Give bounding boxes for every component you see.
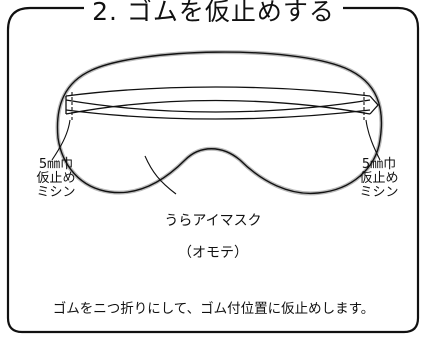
instruction-text: ゴムをニつ折りにして、ゴム付位置に仮止めします。 bbox=[52, 301, 375, 317]
elastic-band bbox=[65, 86, 379, 120]
mask-side-label-line1: うらアイマスク bbox=[164, 213, 262, 229]
mask-side-label: うらアイマスク （オモテ） bbox=[148, 197, 278, 277]
left-tack-label: 5㎜巾 仮止め ミシン bbox=[36, 157, 76, 200]
mask-side-label-line2: （オモテ） bbox=[178, 245, 248, 261]
step-title: 2. ゴムを仮止めする bbox=[0, 0, 427, 27]
mask-outline bbox=[56, 51, 383, 195]
right-tack-label: 5㎜巾 仮止め ミシン bbox=[359, 157, 399, 200]
step-title-text: 2. ゴムを仮止めする bbox=[84, 0, 343, 26]
leader-lines bbox=[51, 119, 381, 195]
mask-outer-edge bbox=[55, 50, 384, 196]
